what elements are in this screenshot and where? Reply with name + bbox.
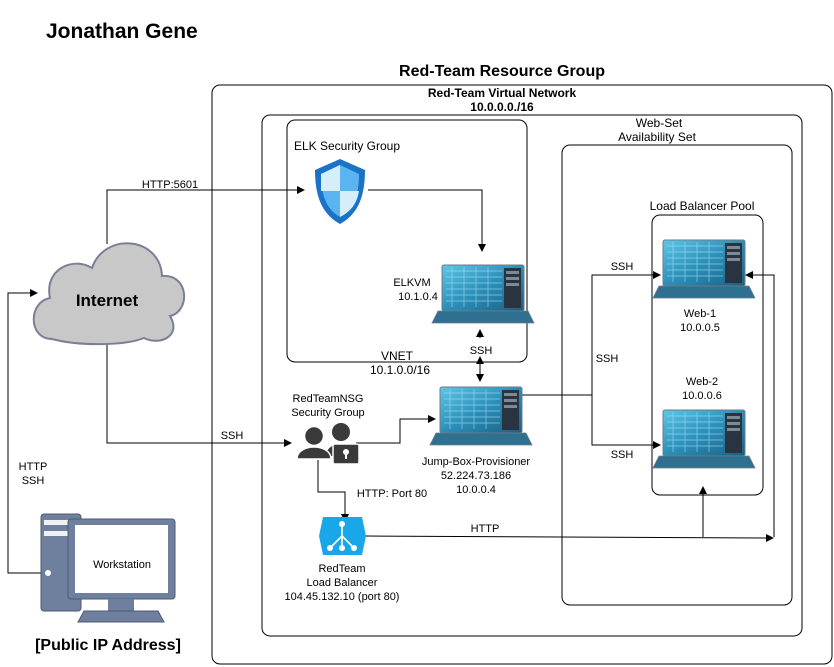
workstation-icon — [40, 513, 176, 623]
elk-security-group-box — [286, 119, 528, 363]
web1-name: Web-1 — [684, 308, 716, 320]
edge-label-http-5601: HTTP:5601 — [142, 179, 198, 191]
edge-workstation-internet — [7, 289, 42, 574]
edge-nsg-jumpbox — [356, 415, 436, 444]
web2-server-icon — [652, 409, 756, 469]
nsg-subtitle: Security Group — [291, 407, 364, 419]
lb-pool-label: Load Balancer Pool — [650, 199, 755, 213]
workstation-label: Workstation — [93, 559, 151, 571]
web1-server-icon — [652, 239, 756, 299]
elk-vnet-name: VNET — [381, 349, 414, 363]
public-ip-caption: [Public IP Address] — [35, 637, 181, 654]
resource-group-box — [211, 84, 833, 665]
edge-lb-web1 — [745, 271, 775, 537]
edge-label-ws-ssh: SSH — [22, 475, 45, 487]
users-lock-icon — [296, 423, 360, 465]
web1-ip: 10.0.0.5 — [680, 322, 720, 334]
internet-cloud-icon — [32, 242, 185, 346]
edge-label-ssh-internet: SSH — [221, 430, 244, 442]
author-title: Jonathan Gene — [46, 20, 198, 43]
internet-label: Internet — [76, 291, 139, 310]
edge-lb-pool — [364, 533, 774, 542]
jumpbox-private-ip: 10.0.0.4 — [456, 484, 496, 496]
elkvm-ip: 10.1.0.4 — [398, 291, 438, 303]
vnet-cidr: 10.0.0.0./16 — [470, 100, 534, 114]
elk-vnet-cidr: 10.1.0.0/16 — [370, 363, 430, 377]
web2-ip: 10.0.0.6 — [682, 390, 722, 402]
edge-shield-elkvm — [368, 189, 486, 252]
edge-jumpbox-web1 — [520, 271, 661, 396]
elkvm-server-icon — [431, 264, 535, 324]
jumpbox-public-ip: 52.224.73.186 — [441, 470, 511, 482]
edge-label-ws-http: HTTP — [19, 461, 48, 473]
vnet-name: Red-Team Virtual Network — [428, 86, 577, 100]
shield-icon — [315, 159, 365, 224]
elkvm-name: ELKVM — [393, 277, 430, 289]
web2-name: Web-2 — [686, 376, 718, 388]
resource-group-title: Red-Team Resource Group — [399, 63, 605, 80]
edge-nsg-lb — [317, 460, 349, 522]
edge-label-ssh-web1: SSH — [611, 261, 634, 273]
web-set-box — [561, 144, 793, 606]
edge-internet-nsg — [106, 336, 292, 447]
elk-group-label: ELK Security Group — [294, 139, 400, 153]
edge-label-ssh-jump-elk: SSH — [470, 345, 493, 357]
edge-label-http-lb: HTTP — [471, 523, 500, 535]
lb-pool-box — [651, 214, 764, 496]
jumpbox-server-icon — [429, 386, 533, 446]
jumpbox-name: Jump-Box-Provisioner — [422, 456, 531, 468]
edge-jumpbox-web2 — [591, 395, 661, 449]
lb-ip: 104.45.132.10 (port 80) — [285, 591, 400, 603]
edge-label-ssh-web2: SSH — [611, 449, 634, 461]
cloud-shape — [32, 242, 185, 346]
edge-label-ssh-split: SSH — [596, 353, 619, 365]
edge-label-http-port80: HTTP: Port 80 — [357, 488, 427, 500]
availability-set-label: Availability Set — [618, 130, 696, 144]
lb-name: RedTeam — [318, 563, 365, 575]
lb-subtitle: Load Balancer — [307, 577, 378, 589]
virtual-network-box — [261, 114, 803, 637]
nsg-name: RedTeamNSG — [293, 393, 364, 405]
web-set-label: Web-Set — [636, 116, 683, 130]
load-balancer-icon — [319, 517, 366, 555]
edge-internet-elk — [106, 186, 305, 244]
